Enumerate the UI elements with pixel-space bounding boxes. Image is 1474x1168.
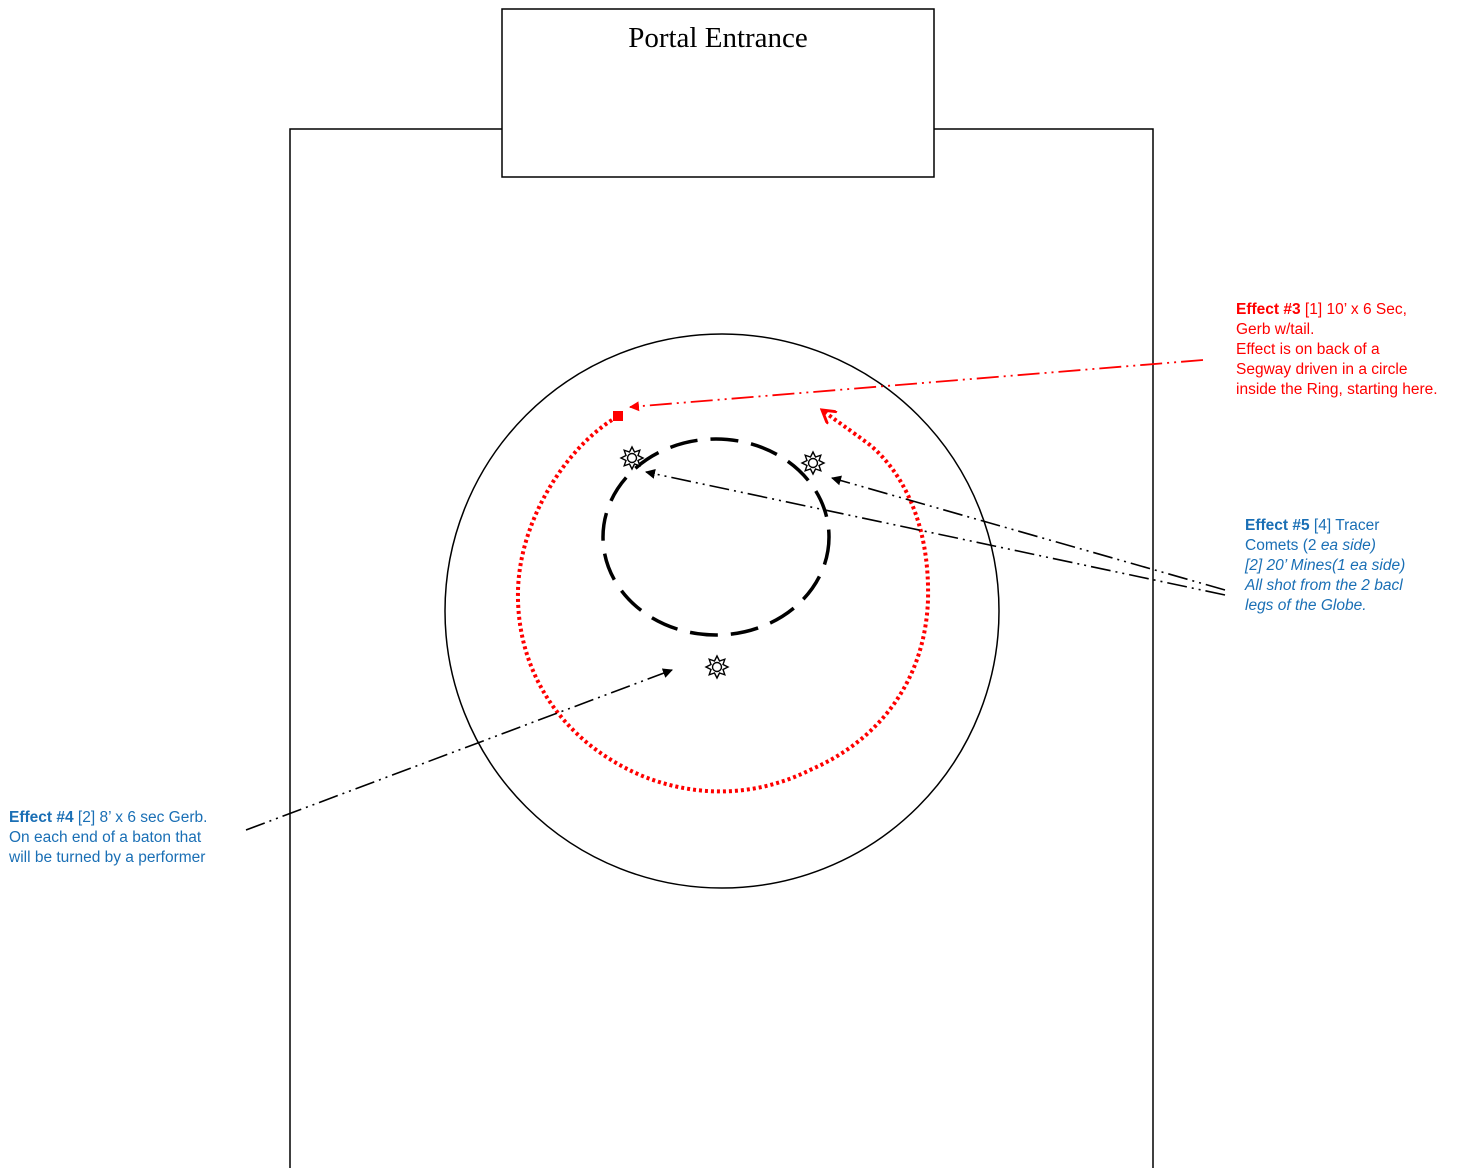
effect5-line1: [4] Tracer (1309, 517, 1380, 534)
effect5-note: Effect #5 [4] Tracer Comets (2 ea side) … (1245, 516, 1445, 616)
effect5-line2-a: Comets (2 (1245, 537, 1321, 554)
ring-circle (444, 333, 1000, 889)
effect5-line3: [2] 20’ Mines(1 ea side) (1245, 557, 1406, 574)
effect5-line2-b: ea side) (1320, 537, 1376, 554)
effect3-line2: Gerb w/tail. (1236, 321, 1315, 338)
effect4-leader-line (245, 668, 673, 831)
firework-burst-icon (801, 451, 825, 475)
stage-outline (289, 128, 1154, 1168)
effect3-note: Effect #3 [1] 10’ x 6 Sec, Gerb w/tail. … (1236, 300, 1472, 400)
effect3-line3: Effect is on back of a (1236, 341, 1380, 358)
effect5-title: Effect #5 (1245, 517, 1310, 534)
effect4-line1: [2] 8’ x 6 sec Gerb. (73, 809, 208, 826)
segway-path (515, 410, 931, 794)
effect4-note: Effect #4 [2] 8’ x 6 sec Gerb. On each e… (9, 808, 249, 868)
effect5-line5: legs of the Globe. (1245, 597, 1367, 614)
effect3-title: Effect #3 (1236, 301, 1301, 318)
effect5-leader-line-left (645, 468, 1226, 596)
portal-entrance-box (501, 8, 935, 178)
firework-burst-icon (620, 446, 644, 470)
effect3-line1: [1] 10’ x 6 Sec, (1300, 301, 1407, 318)
effect5-leader-line-right (831, 475, 1226, 591)
effect5-line4: All shot from the 2 bacl (1245, 577, 1403, 594)
effect3-leader-line (629, 359, 1204, 412)
effect4-line3: will be turned by a performer (9, 849, 206, 866)
segway-start-marker (613, 411, 623, 421)
globe-dashed-circle (601, 437, 831, 637)
portal-entrance-label: Portal Entrance (628, 22, 808, 54)
effect3-line4: Segway driven in a circle (1236, 361, 1408, 378)
effect4-title: Effect #4 (9, 809, 74, 826)
firework-burst-icon (705, 655, 729, 679)
effect4-line2: On each end of a baton that (9, 829, 202, 846)
effect3-line5: inside the Ring, starting here. (1236, 381, 1438, 398)
